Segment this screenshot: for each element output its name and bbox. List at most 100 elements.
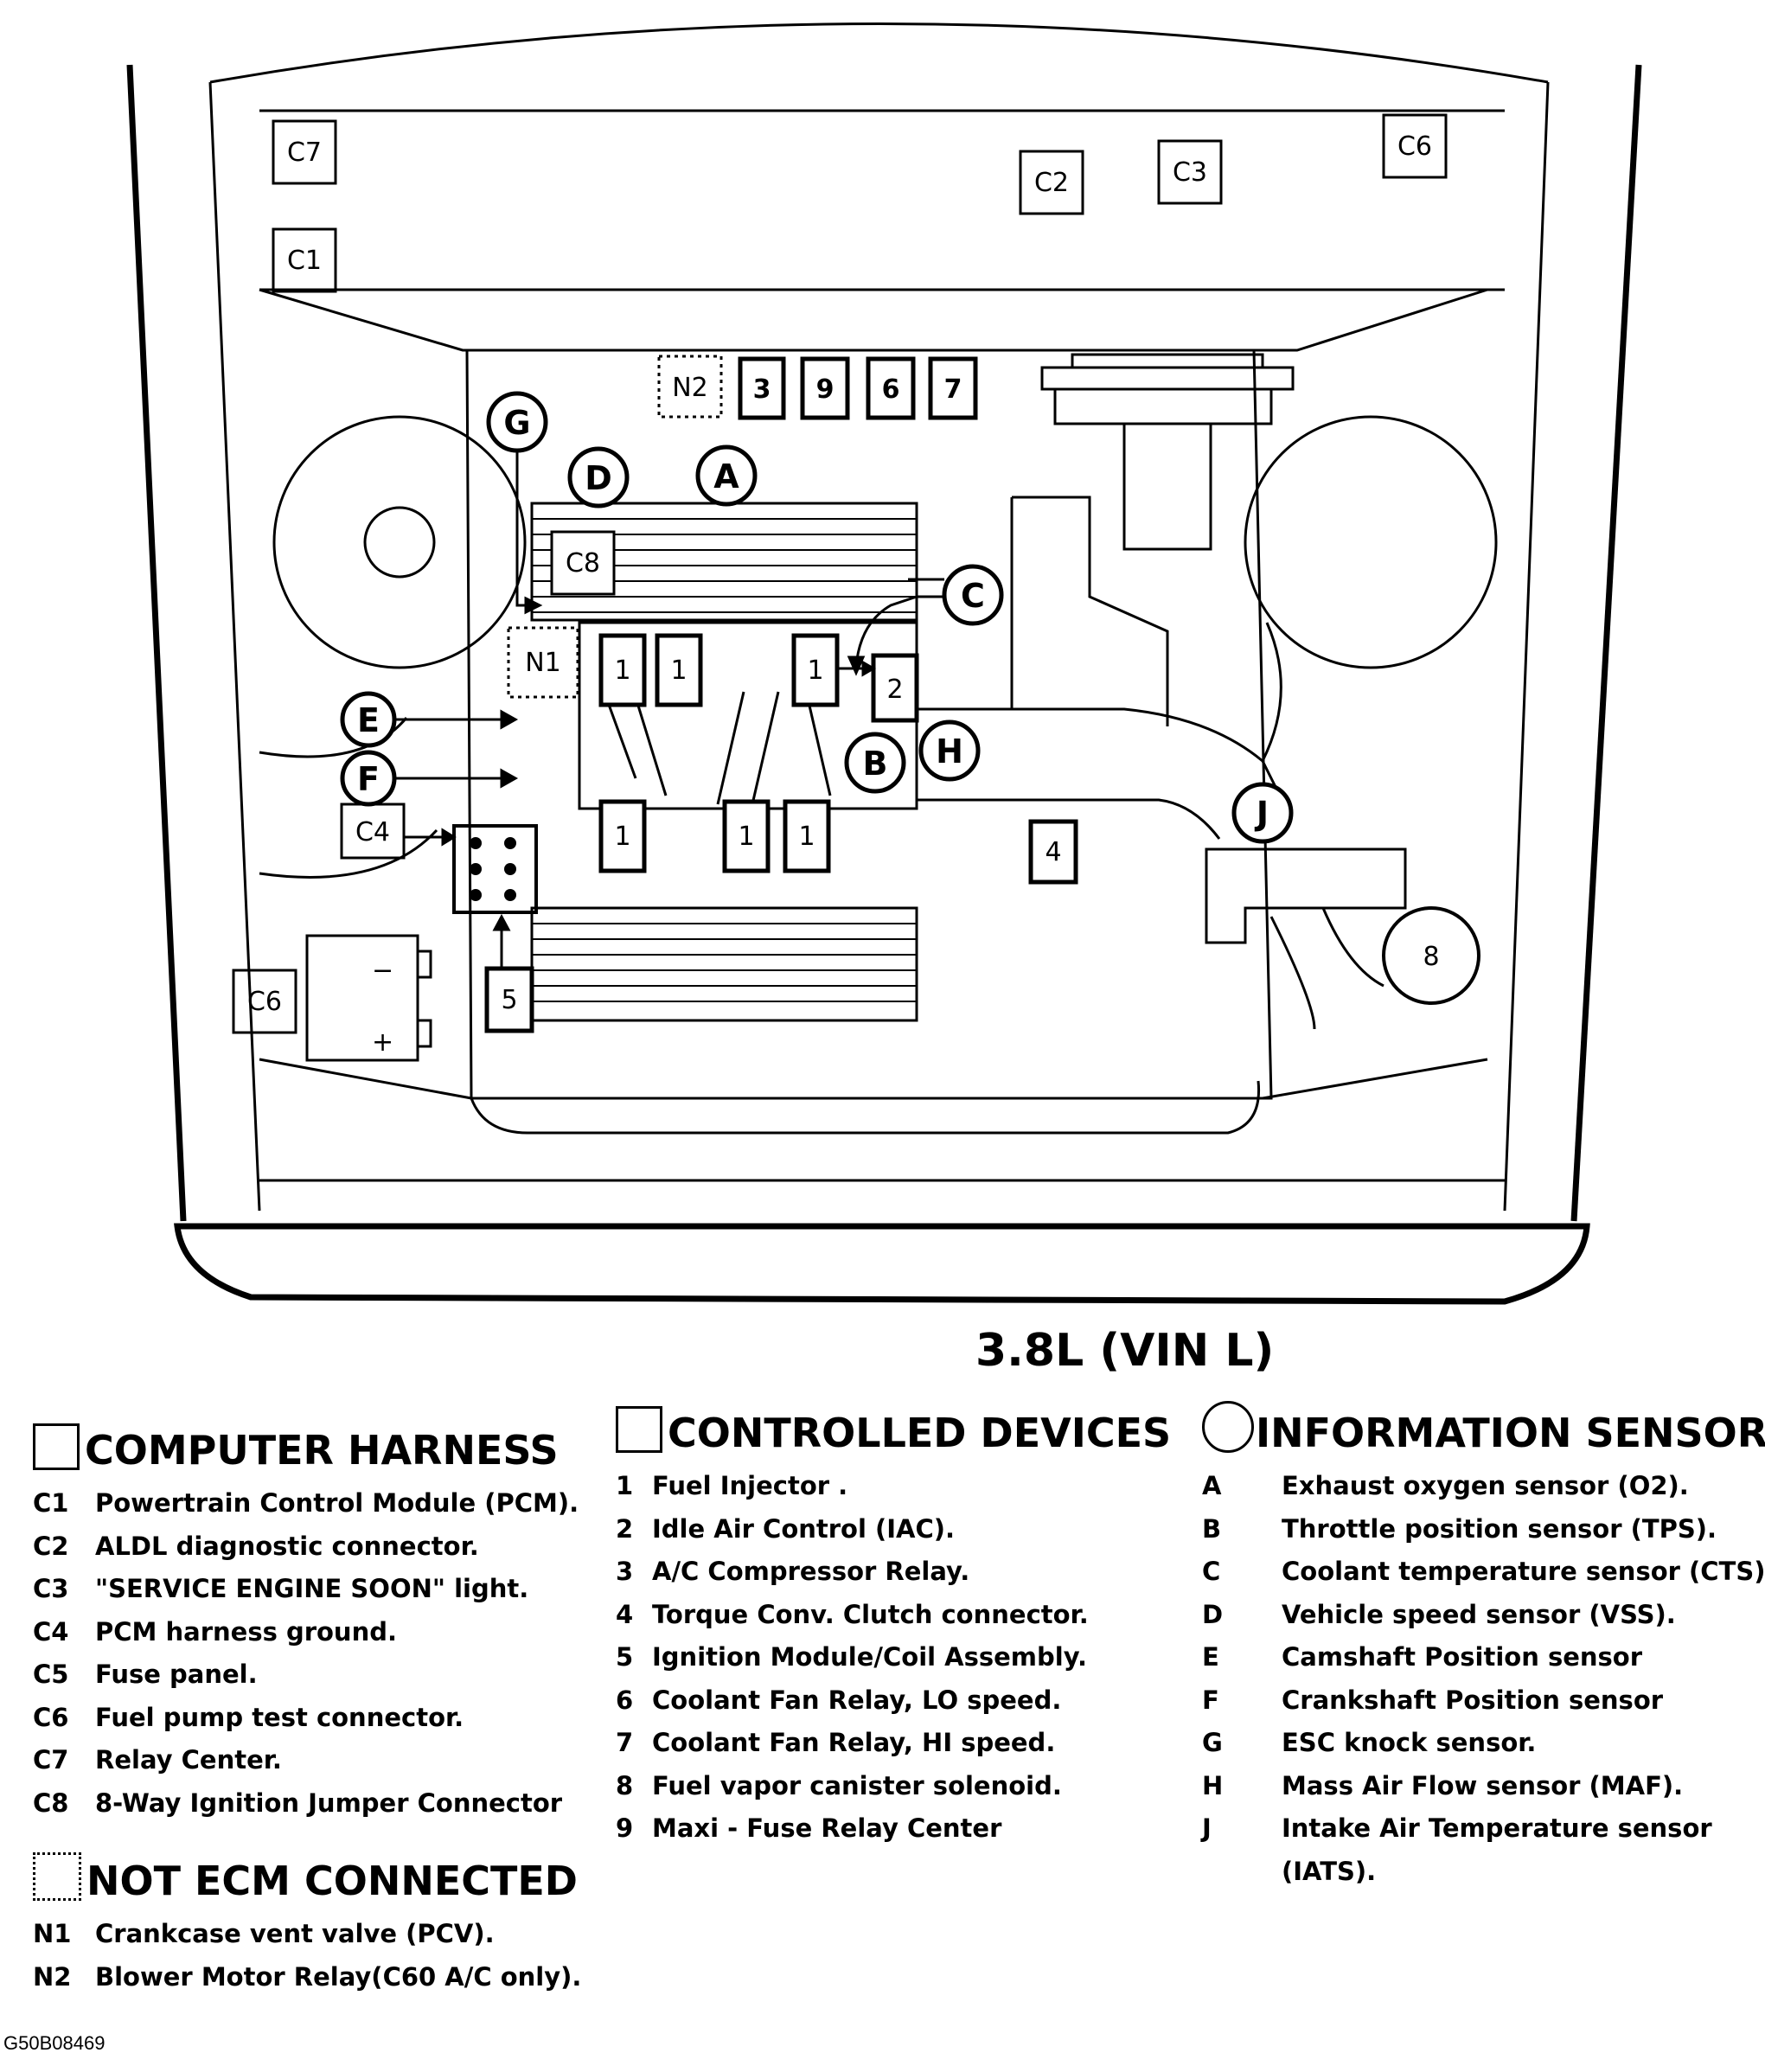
c6-bottom-marker-label: C6 xyxy=(247,987,282,1017)
sensor-j-marker-label: J xyxy=(1254,795,1269,833)
not-ecm-markers: N2 N1 xyxy=(507,355,723,699)
sensor-d-marker-label: D xyxy=(585,459,612,497)
computer-harness-markers: C7 C1 C2 C3 C6 C8 C4 C6 xyxy=(232,113,1448,1034)
c8-marker xyxy=(550,530,616,596)
c8-marker-label: C8 xyxy=(566,548,600,579)
c3-marker xyxy=(1157,139,1223,205)
battery-minus-label: − xyxy=(372,956,393,986)
c4-marker-label: C4 xyxy=(355,817,390,847)
svg-text:1: 1 xyxy=(614,822,630,852)
n1-marker-label: N1 xyxy=(525,648,561,678)
engine-block xyxy=(465,349,1407,1135)
computer-harness-symbol xyxy=(33,1423,80,1470)
information-sensor-markers: G D A C E F B H J xyxy=(340,391,1294,844)
device-4-marker-label: 4 xyxy=(1045,837,1061,867)
sensor-g-marker-label: G xyxy=(503,404,530,442)
device-1-marker-c xyxy=(791,633,840,707)
n1-marker xyxy=(507,626,579,699)
not-ecm-symbol xyxy=(33,1852,81,1901)
controlled-device-markers: 3 9 6 7 1 1 1 1 1 1 2 4 5 8 xyxy=(484,356,1480,1033)
c2-marker xyxy=(1019,150,1084,215)
sensor-h-marker-label: H xyxy=(936,732,963,771)
device-2-marker-label: 2 xyxy=(886,675,903,705)
c7-marker xyxy=(272,119,337,185)
device-3-marker xyxy=(738,356,786,420)
battery: − + xyxy=(305,934,432,1062)
engine-compartment-diagram: − + C7 C1 C2 C3 C6 C8 C4 C6 3 xyxy=(126,22,1642,1305)
right-wheel xyxy=(1244,415,1498,1030)
device-1-marker-b xyxy=(655,633,703,707)
device-1-marker-a xyxy=(598,633,647,707)
figure-id: G50B08469 xyxy=(3,2032,106,2054)
controlled-devices-heading: CONTROLLED DEVICES xyxy=(668,1410,1172,1456)
device-4-marker xyxy=(1028,819,1078,885)
svg-text:1: 1 xyxy=(798,822,815,852)
device-5-marker xyxy=(484,966,534,1033)
controlled-devices-symbol xyxy=(616,1406,662,1453)
leader-lines xyxy=(394,451,944,789)
device-9-marker xyxy=(800,356,850,420)
n2-marker-label: N2 xyxy=(672,373,708,403)
device-7-marker-label: 7 xyxy=(944,374,962,405)
not-ecm-heading: NOT ECM CONNECTED xyxy=(86,1858,578,1904)
svg-text:1: 1 xyxy=(738,822,754,852)
c1-marker-label: C1 xyxy=(287,246,322,276)
device-1-marker-d xyxy=(598,799,647,873)
left-wheel xyxy=(259,415,527,879)
sensor-c-marker-label: C xyxy=(961,577,985,615)
list-item: (IATS). xyxy=(1282,1856,1377,1886)
svg-text:1: 1 xyxy=(670,655,687,686)
c6-top-marker xyxy=(1382,113,1448,179)
svg-text:1: 1 xyxy=(614,655,630,686)
c6-top-marker-label: C6 xyxy=(1397,131,1432,162)
sensor-e-marker-label: E xyxy=(357,701,380,739)
svg-text:1: 1 xyxy=(807,655,823,686)
n2-marker xyxy=(657,355,723,419)
computer-harness-heading: COMPUTER HARNESS xyxy=(85,1427,559,1474)
c1-marker xyxy=(272,227,337,293)
device-5-marker-label: 5 xyxy=(501,985,517,1015)
c7-marker-label: C7 xyxy=(287,137,322,168)
device-9-marker-label: 9 xyxy=(816,374,835,405)
device-1-marker-e xyxy=(722,799,771,873)
pcm-ground-connector xyxy=(404,824,538,982)
list-item: C3"SERVICE ENGINE SOON" light. xyxy=(33,1574,529,1603)
information-sensors-heading: INFORMATION SENSORS xyxy=(1256,1410,1765,1456)
device-3-marker-label: 3 xyxy=(753,374,771,405)
sensor-b-marker-label: B xyxy=(863,745,888,783)
device-8-marker-label: 8 xyxy=(1423,942,1439,972)
vehicle-body-outline xyxy=(126,22,1642,1305)
c6-bottom-marker xyxy=(232,969,297,1034)
device-6-marker-label: 6 xyxy=(882,374,900,405)
device-6-marker xyxy=(866,356,916,420)
device-8-marker xyxy=(1382,906,1480,1005)
battery-plus-label: + xyxy=(372,1027,393,1058)
device-2-marker xyxy=(871,653,919,723)
